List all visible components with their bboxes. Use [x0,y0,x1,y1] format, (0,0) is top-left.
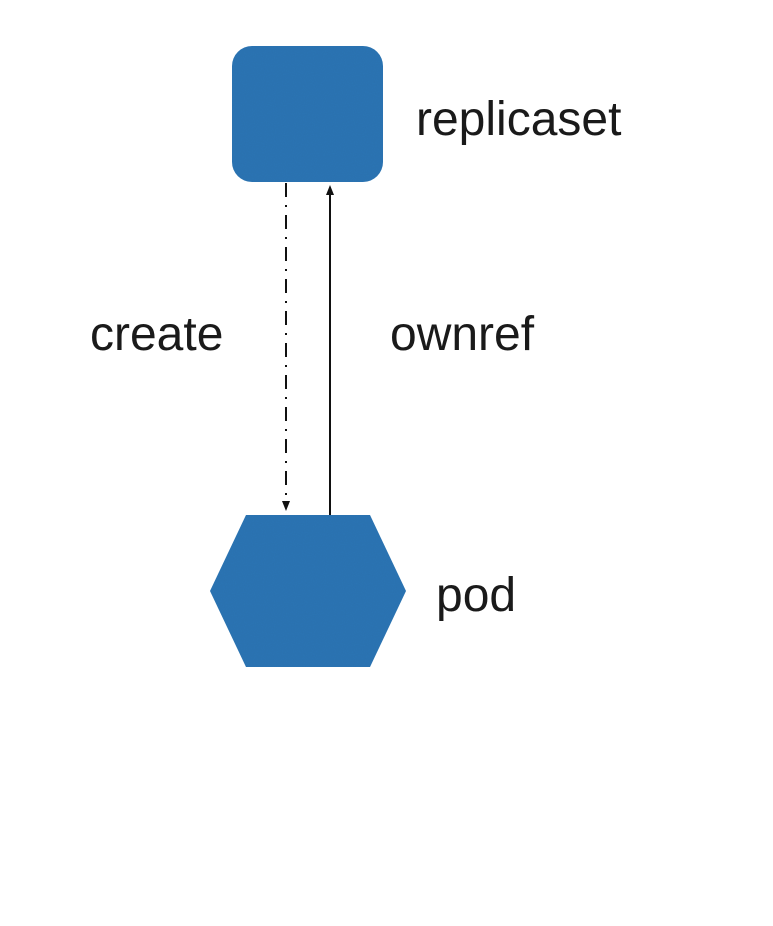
create-edge-label: create [90,308,223,361]
replicaset-label: replicaset [416,93,621,146]
ownref-edge-label: ownref [390,308,535,361]
pod-node [210,515,406,667]
pod-label: pod [436,569,516,622]
replicaset-node [232,46,383,182]
